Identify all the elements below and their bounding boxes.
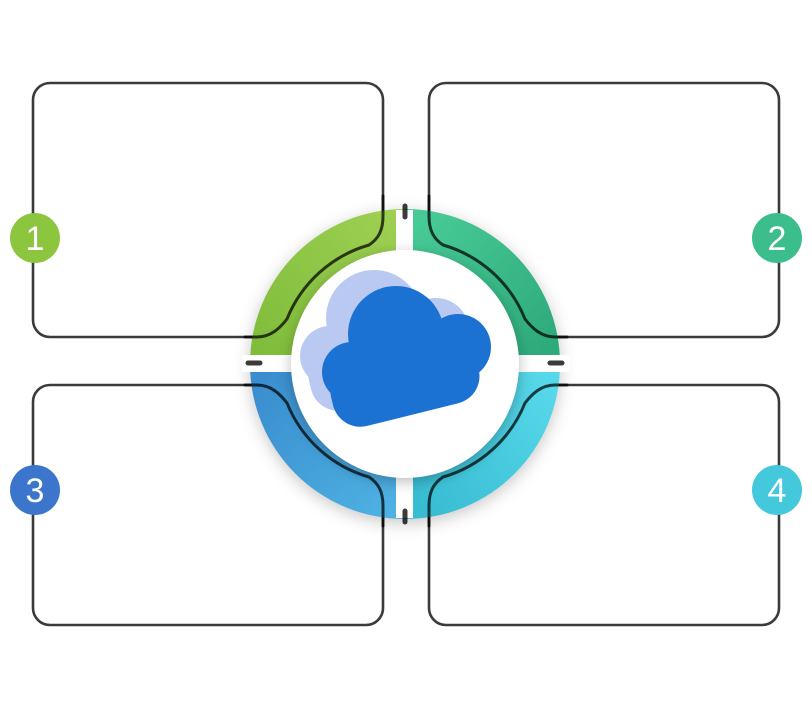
ring-segment-cyan [405,364,560,519]
step-badge-1: 1 [10,213,60,263]
step-badge-4: 4 [752,465,802,515]
badge-number-3: 3 [26,472,45,510]
step-badge-2: 2 [752,213,802,263]
center-ring [250,209,560,519]
step-badge-3: 3 [10,465,60,515]
ring-segment-blue [250,364,405,519]
ring-segment-teal [405,209,560,364]
ring-segment-green [250,209,405,364]
badge-circle-2 [752,213,802,263]
badge-circle-4 [752,465,802,515]
ring-gap-left [242,355,304,372]
badge-number-4: 4 [768,472,787,510]
ring-gap-right [508,355,570,372]
badge-circle-3 [10,465,60,515]
connector-top-left [243,194,385,339]
connector-bottom-right [427,383,569,528]
connector-top-right [427,194,569,339]
ring-gap-top [396,210,413,260]
badge-circle-1 [10,213,60,263]
ring-gap-bottom [396,468,413,518]
badge-number-1: 1 [26,220,45,258]
badge-number-2: 2 [768,220,787,258]
connector-bottom-left [243,383,385,528]
ring-gaps [242,210,570,518]
